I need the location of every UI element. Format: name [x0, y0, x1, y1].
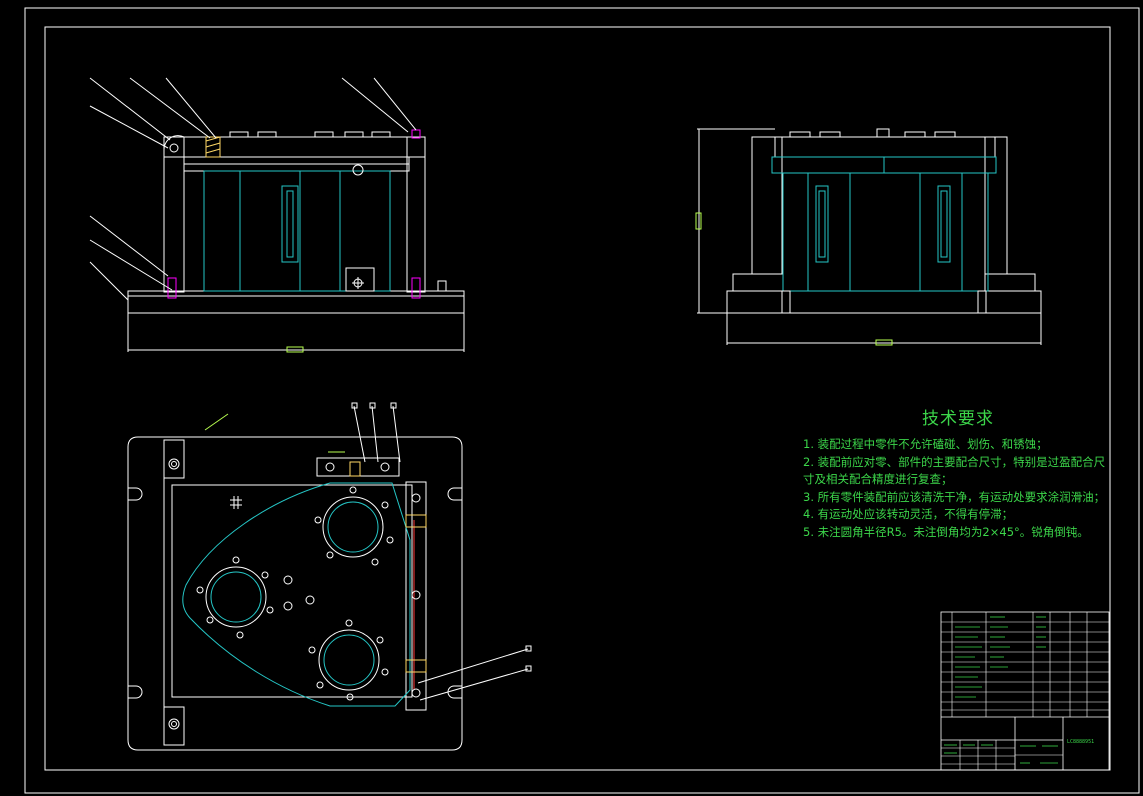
outer-sheet-border — [24, 7, 1140, 794]
requirement-item: 2. 装配前应对零、部件的主要配合尺寸，特别是过盈配合尺寸及相关配合精度进行复查… — [803, 454, 1106, 487]
requirement-item: 3. 所有零件装配前应该清洗干净，有运动处要求涂润滑油； — [803, 489, 1106, 504]
title-block: LC8888951 — [940, 611, 1110, 771]
technical-requirements: 技术要求 1. 装配过程中零件不允许磕碰、划伤、和锈蚀； 2. 装配前应对零、部… — [803, 404, 1113, 541]
technical-requirements-title: 技术要求 — [922, 409, 994, 429]
requirement-item: 5. 未注圆角半径R5。未注倒角均为2×45°。锐角倒钝。 — [803, 524, 1089, 539]
requirement-item: 4. 有运动处应该转动灵活，不得有停滞； — [803, 507, 1014, 521]
top-view — [127, 402, 532, 751]
side-view — [695, 128, 1042, 346]
requirement-item: 1. 装配过程中零件不允许磕碰、划伤、和锈蚀； — [803, 437, 1048, 451]
inner-sheet-border — [44, 26, 1111, 771]
front-view — [89, 77, 465, 353]
drawing-number: LC8888951 — [1067, 739, 1094, 745]
